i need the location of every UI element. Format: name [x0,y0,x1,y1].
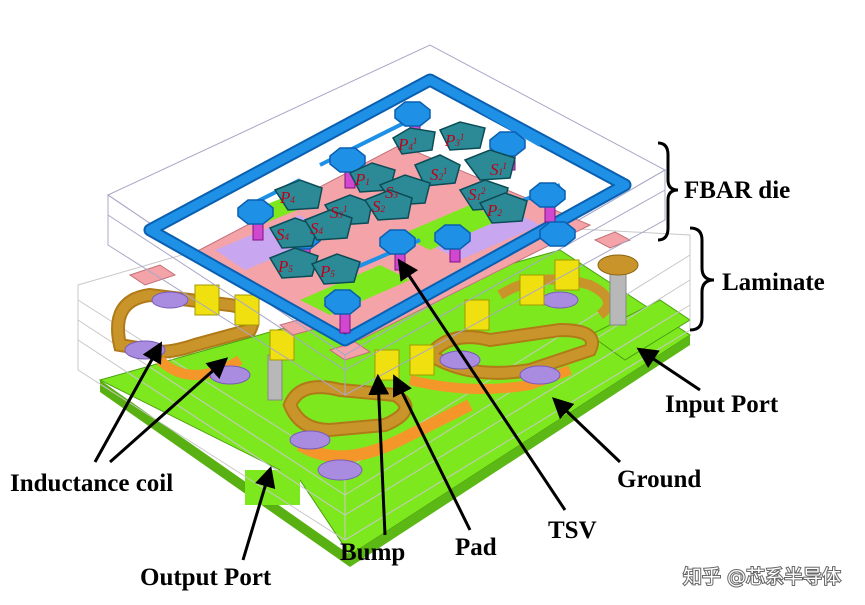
laminate-brace [689,226,715,332]
resonator-label-s1-1a: S11 [490,160,507,179]
bumps [194,259,580,381]
label-ground: Ground [617,466,701,493]
bump-arrow [368,373,390,536]
label-tsv: TSV [548,517,597,544]
output-port-arrow [241,465,276,561]
resonator-label-p1: P1 [354,170,370,189]
resonator-label-p4-1: P41 [397,135,417,154]
coil-arrow-1 [93,341,163,463]
label-laminate: Laminate [722,269,825,296]
resonator-label-s1-2: S12 [468,185,486,204]
resonator-label-s2-1: S21 [430,165,448,184]
resonator-label-p2: P2 [486,201,502,220]
tsv-arrow [397,258,567,511]
resonator-label-p5-b: P5 [319,262,335,281]
braces [657,141,715,332]
resonator-label-p4: P4 [279,188,295,207]
resonator-labels: P41 P31 S11 P1 S3 S21 S12 P4 S31 S2 P2 S… [276,131,507,281]
label-bump: Bump [340,539,405,566]
label-pad: Pad [455,534,497,561]
watermark-text: 知乎 @芯系半导体 [683,566,841,588]
pad-arrow [393,374,472,531]
resonator-label-s4-b: S4 [310,219,324,238]
coil-arrow-2 [109,357,229,464]
input-port-arrow [636,347,701,392]
label-output-port: Output Port [140,564,272,591]
labels: FBAR die Laminate Input Port Ground Indu… [10,177,825,591]
resonator-label-s4-a: S4 [276,225,290,244]
die-seal-ring [143,73,632,347]
resonator-label-p5-a: P5 [277,257,293,276]
resonator-label-s3-1: S31 [330,203,348,222]
ground-arrow [551,397,622,464]
label-fbar-die: FBAR die [684,177,790,204]
resonator-label-s3: S3 [385,183,399,202]
label-input-port: Input Port [665,391,779,418]
resonator-label-s2: S2 [372,197,386,216]
callout-arrows [93,258,701,561]
label-inductance-coil: Inductance coil [10,470,173,497]
resonator-label-p3-1: P31 [444,131,464,150]
grey-posts [267,254,639,401]
fbar-die-brace [657,141,679,242]
watermark: 知乎 @芯系半导体 [682,565,842,589]
resonators [268,121,528,285]
